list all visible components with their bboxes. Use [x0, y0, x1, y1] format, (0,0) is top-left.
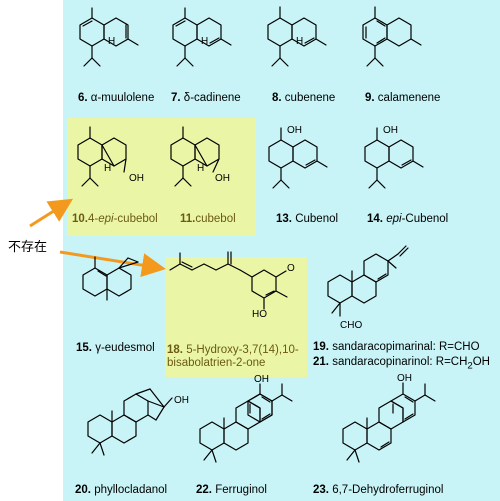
label-20: 20. phyllocladanol	[75, 484, 168, 496]
structure-13	[268, 127, 328, 189]
structure-9	[362, 6, 422, 67]
atom-h-10: H	[104, 163, 111, 174]
label-14: 14. epi-Cubenol	[367, 213, 449, 225]
label-13: 13. Cubenol	[276, 213, 339, 225]
structure-11	[170, 126, 220, 187]
label-6: 6. α-muulolene	[78, 92, 155, 104]
label-21: 21. sandaracopinarinol: R=CH2OH	[313, 356, 490, 372]
label-15: 15. γ-eudesmol	[76, 342, 155, 354]
structure-6	[79, 7, 139, 67]
highlight-cubebol-group	[67, 118, 256, 236]
highlight-bisabolatrienone	[165, 257, 307, 377]
label-11: 11.cubebol	[180, 213, 236, 225]
structure-18	[169, 251, 288, 310]
atom-oh-14: OH	[383, 125, 398, 136]
atom-h-11: H	[197, 163, 204, 174]
atom-h-7: H	[201, 36, 208, 47]
structure-panel	[63, 0, 500, 501]
label-22: 22. Ferruginol	[196, 484, 267, 496]
atom-oh-20: OH	[174, 395, 189, 406]
atom-ho-18: HO	[252, 309, 267, 320]
atom-o-18: O	[287, 263, 295, 274]
atom-cho-19: CHO	[340, 320, 362, 331]
structure-20	[87, 388, 173, 456]
atom-oh-22: OH	[254, 374, 269, 385]
atom-oh-23: OH	[397, 373, 412, 384]
structure-8	[267, 6, 327, 67]
arrow-to-cubebol	[29, 198, 74, 228]
atom-oh-13: OH	[287, 125, 302, 136]
structure-22	[199, 383, 293, 463]
atom-h-8: H	[296, 36, 303, 47]
structure-15	[82, 256, 139, 301]
label-9: 9. calamenene	[365, 92, 441, 104]
label-10: 10.4-epi-cubebol	[72, 213, 158, 225]
structure-23	[342, 382, 436, 463]
atom-oh-10: OH	[129, 173, 144, 184]
atom-h-6: H	[108, 36, 115, 47]
label-8: 8. cubenene	[272, 92, 336, 104]
structure-19-21	[327, 245, 409, 317]
structure-14	[364, 127, 424, 189]
atom-oh-11: OH	[215, 173, 230, 184]
label-18: 18. 5-Hydroxy-3,7(14),10-bisabolatrien-2…	[167, 344, 299, 369]
label-19: 19. sandaracopimarinal: R=CHO	[313, 341, 480, 353]
arrow-to-bisabolatrienone	[59, 250, 166, 278]
structure-10	[77, 126, 127, 187]
structure-7	[172, 7, 232, 67]
label-7: 7. δ-cadinene	[171, 92, 241, 104]
label-23: 23. 6,7-Dehydroferruginol	[313, 484, 444, 496]
note-label: 不存在	[8, 240, 48, 255]
